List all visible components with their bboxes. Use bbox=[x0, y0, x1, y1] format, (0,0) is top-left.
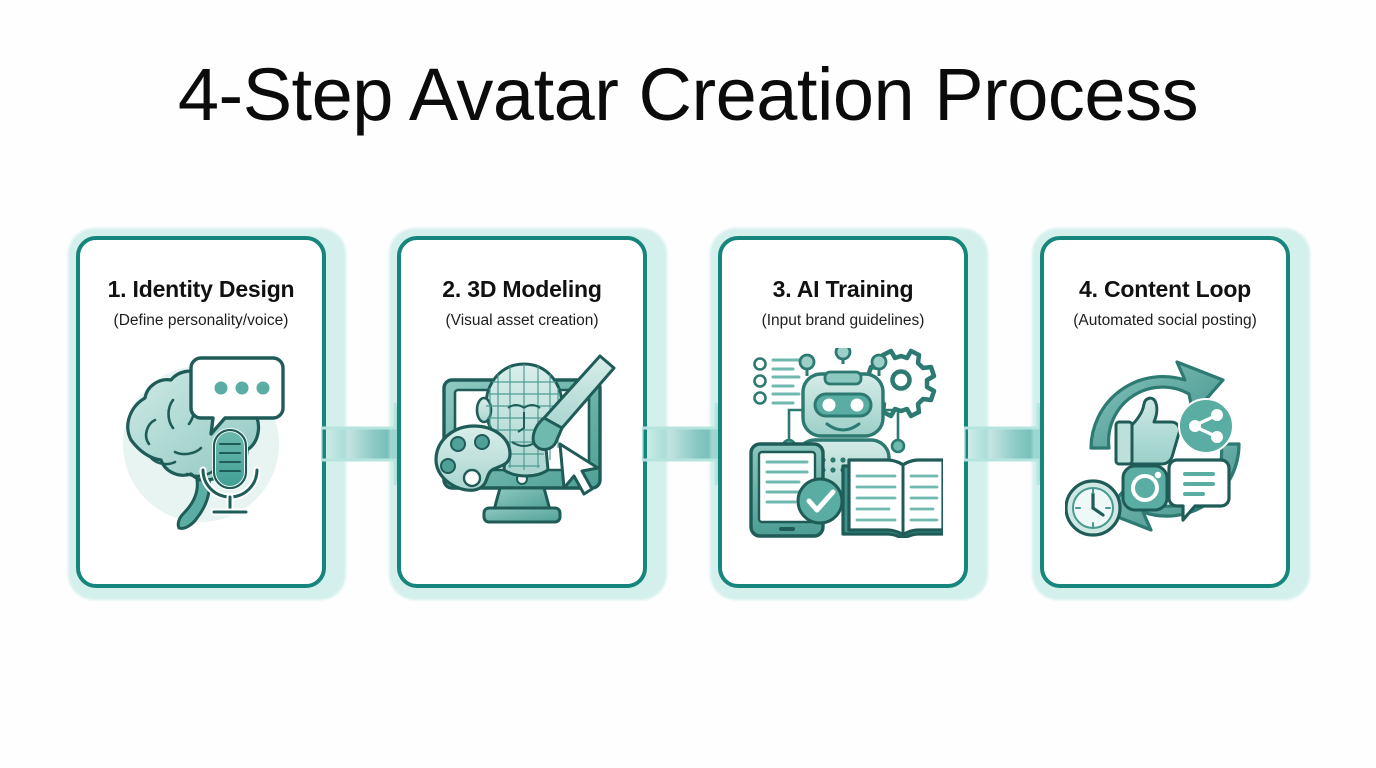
process-flow: 1. Identity Design (Define personality/v… bbox=[68, 228, 1310, 600]
step-card-3[interactable]: 3. AI Training (Input brand guidelines) bbox=[710, 228, 988, 600]
refresh-loop-social-icons bbox=[1064, 348, 1265, 538]
step-title: 4. Content Loop bbox=[1078, 276, 1252, 302]
step-card-1[interactable]: 1. Identity Design (Define personality/v… bbox=[68, 228, 346, 600]
card-body[interactable]: 3. AI Training (Input brand guidelines) bbox=[718, 236, 968, 588]
page-title: 4-Step Avatar Creation Process bbox=[177, 53, 1199, 136]
step-title: 2. 3D Modeling bbox=[442, 276, 602, 302]
step-title: 1. Identity Design bbox=[107, 276, 295, 302]
card-body[interactable]: 4. Content Loop (Automated social postin… bbox=[1040, 236, 1290, 588]
step-card-4[interactable]: 4. Content Loop (Automated social postin… bbox=[1032, 228, 1310, 600]
card-body[interactable]: 2. 3D Modeling (Visual asset creation) bbox=[397, 236, 647, 588]
brain-speech-microphone-icon bbox=[101, 348, 301, 538]
card-body[interactable]: 1. Identity Design (Define personality/v… bbox=[76, 236, 326, 588]
step-card-2[interactable]: 2. 3D Modeling (Visual asset creation) bbox=[389, 228, 667, 600]
step-subtitle: (Input brand guidelines) bbox=[761, 312, 925, 329]
step-subtitle: (Visual asset creation) bbox=[445, 312, 599, 329]
step-subtitle: (Define personality/voice) bbox=[113, 312, 289, 329]
robot-tablet-book-gear-icon bbox=[743, 343, 945, 541]
step-title: 3. AI Training bbox=[772, 276, 914, 302]
step-subtitle: (Automated social posting) bbox=[1073, 312, 1257, 329]
monitor-wireframe-head-palette-icon bbox=[422, 348, 622, 538]
